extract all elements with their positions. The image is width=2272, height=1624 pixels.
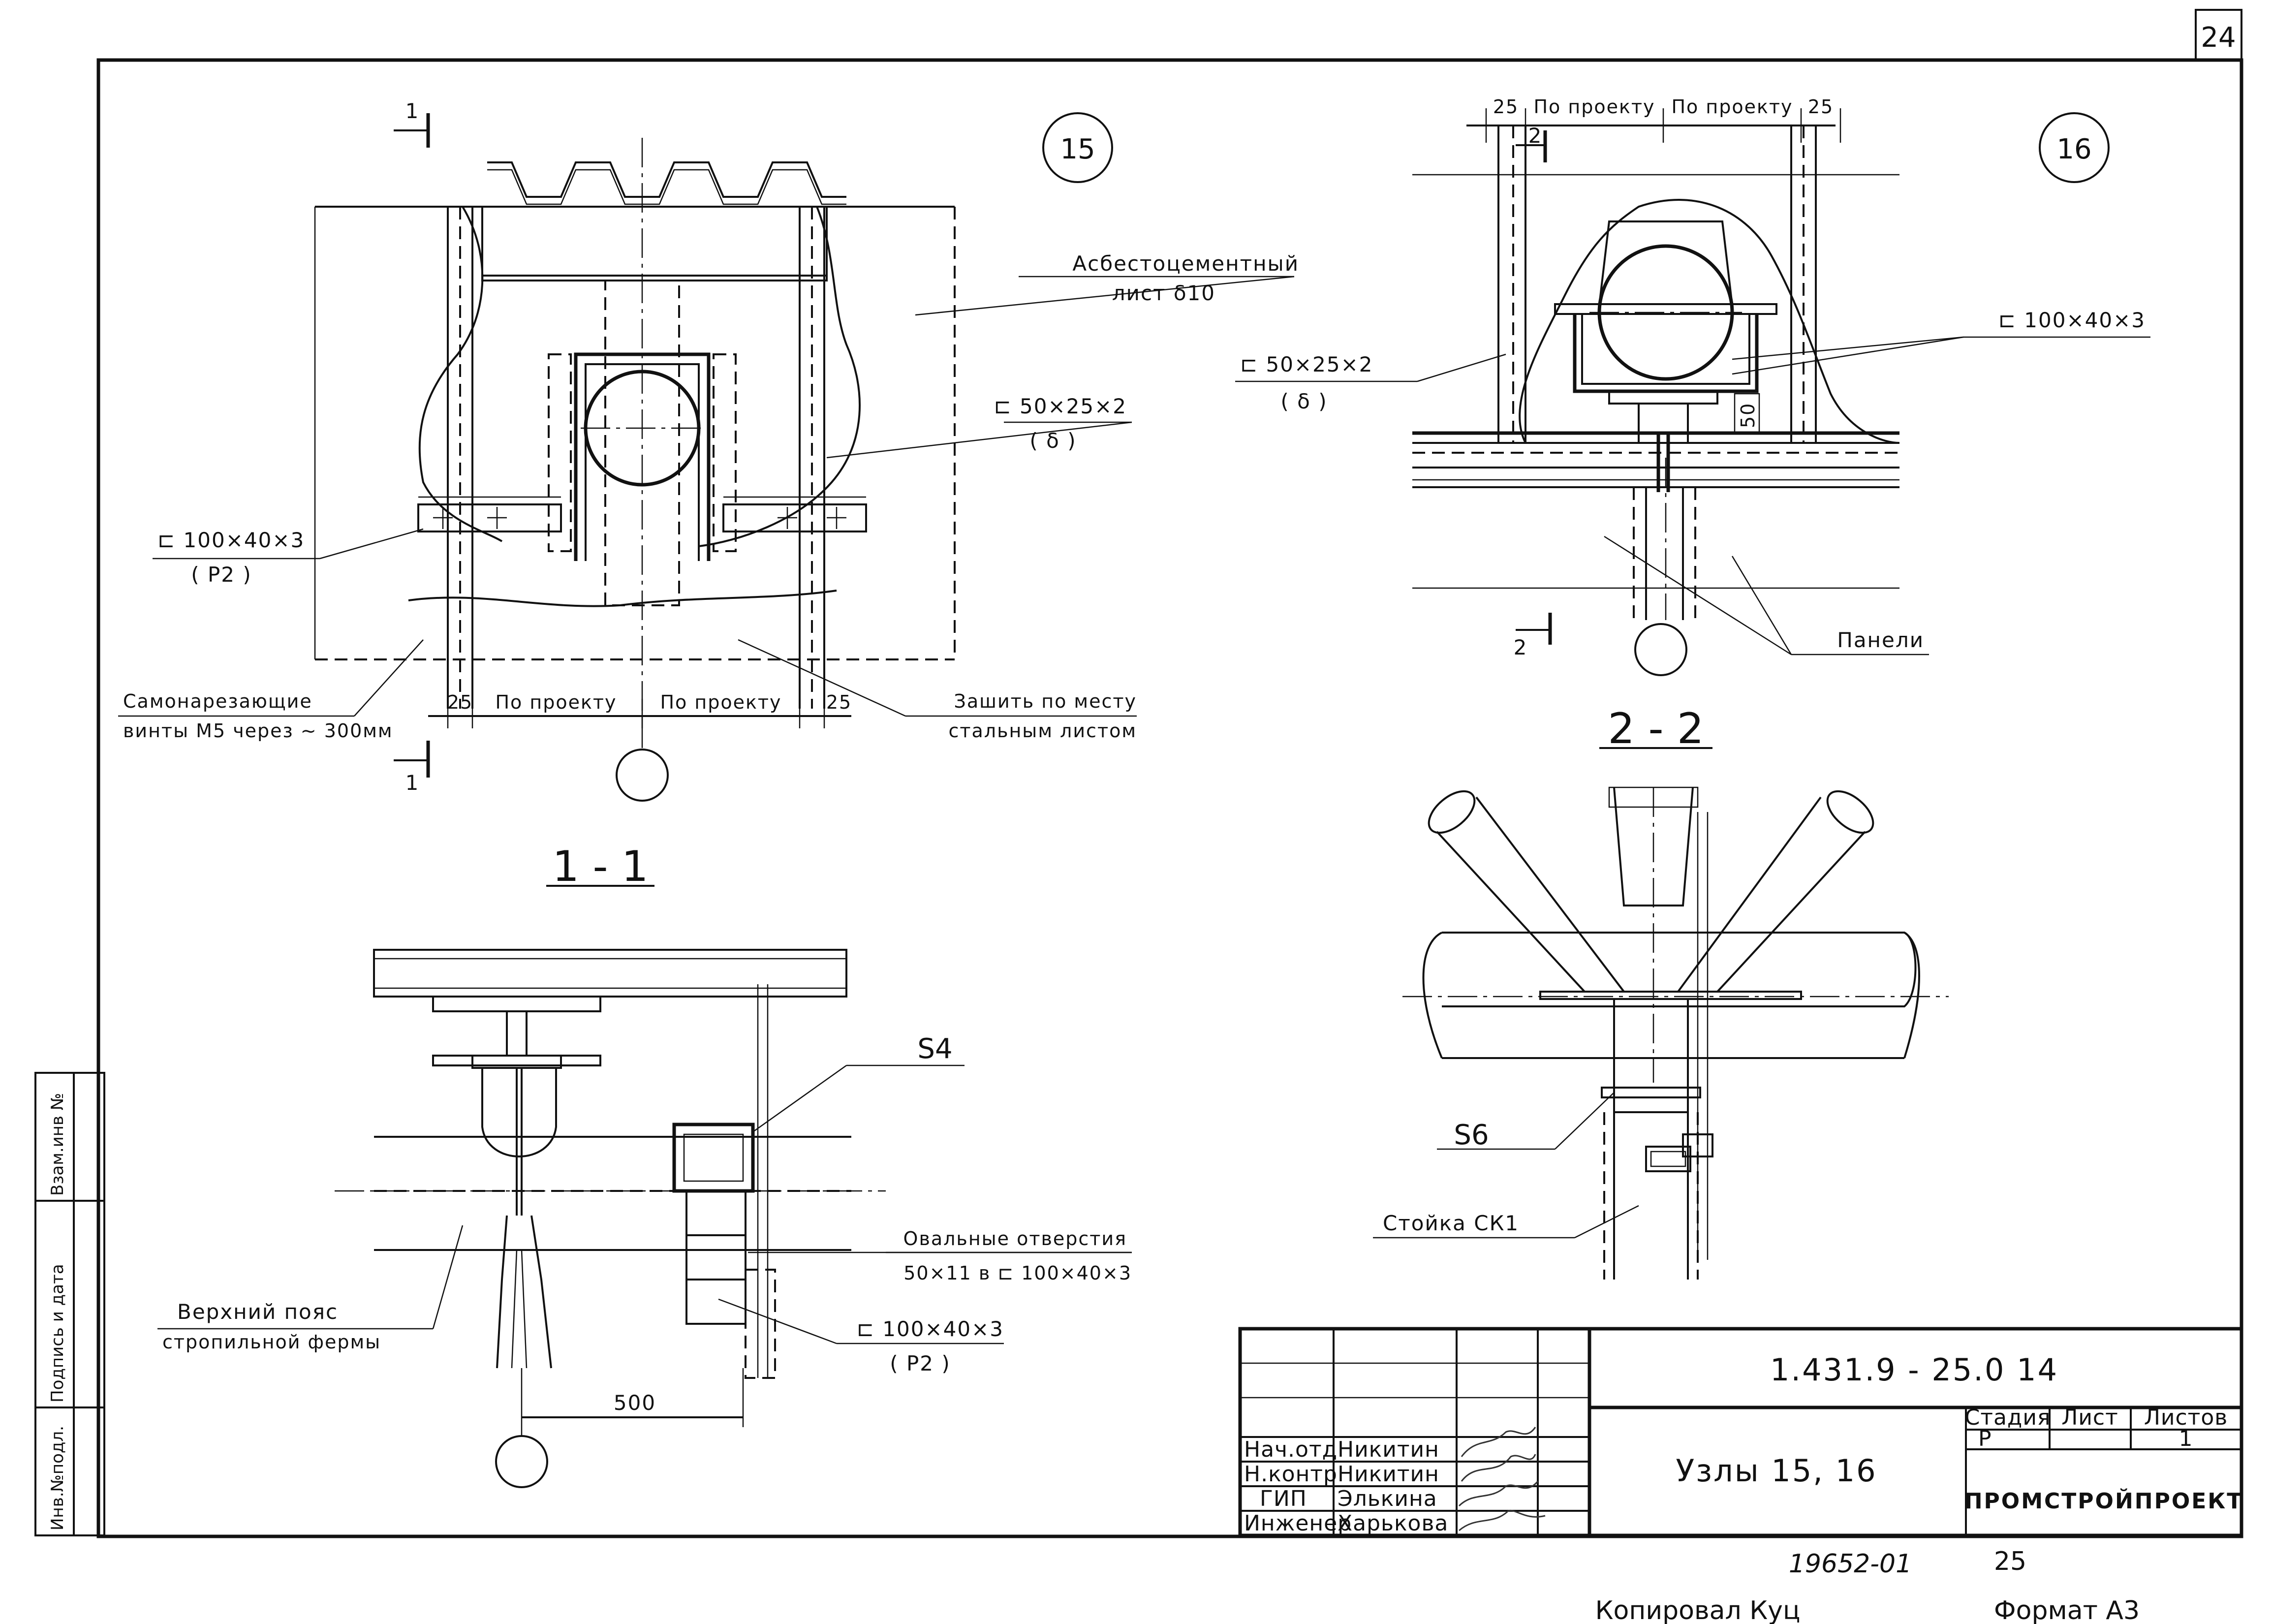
section-1-1-drawing <box>157 885 1132 1488</box>
name-row-1: Никитин <box>1338 1437 1439 1462</box>
label16-profile: ⊏ 50×25×2 <box>1240 352 1373 376</box>
copied-by: Копировал Куц <box>1595 1596 1801 1624</box>
stage-value: Р <box>1978 1426 1992 1451</box>
doc-code: 1.431.9 - 25.0 14 <box>1770 1352 2058 1388</box>
label16-panels: Панели <box>1837 628 1924 652</box>
name-row-4: Харькова <box>1338 1511 1448 1536</box>
dim16-25-right: 25 <box>1808 96 1834 118</box>
node-15-number: 15 <box>1060 133 1095 165</box>
side-vzam: Взам.инв № <box>48 1093 67 1196</box>
label-screws-2: винты М5 через ~ 300мм <box>123 720 393 742</box>
label-sew-2: стальным листом <box>948 720 1137 742</box>
dim16-25-left: 25 <box>1493 96 1519 118</box>
doc-name: Узлы 15, 16 <box>1676 1453 1877 1489</box>
label-oval-2: 50×11 в ⊏ 100×40×3 <box>903 1262 1132 1284</box>
dim-by-project-left: По проекту <box>495 691 617 713</box>
label-profile: ⊏ 50×25×2 <box>994 394 1127 418</box>
label-channel-11-sub: ( Р2 ) <box>890 1351 951 1375</box>
dim16-50: 50 <box>1737 403 1759 428</box>
dim16-by-project-right: По проекту <box>1671 96 1793 118</box>
archive-number: 19652-01 <box>1789 1549 1912 1579</box>
role-row-1: Нач.отд <box>1244 1437 1338 1462</box>
label-channel-p2: ⊏ 100×40×3 <box>157 528 305 552</box>
dim-by-project-right: По проекту <box>660 691 781 713</box>
dim-25-left: 25 <box>447 691 473 713</box>
label-screws-1: Самонарезающие <box>123 690 312 712</box>
label16-channel: ⊏ 100×40×3 <box>1998 308 2146 332</box>
section-2-2-title: 2 - 2 <box>1608 704 1704 753</box>
node-15-drawing <box>118 112 1295 802</box>
label-profile-sub: ( δ ) <box>1029 429 1076 453</box>
side-strip: Инв.№подл. Подпись и дата Взам.инв № <box>34 1072 105 1536</box>
node-16-drawing <box>1235 108 2150 676</box>
paper-format: Формат А3 <box>1994 1596 2140 1624</box>
label-post-sk1: Стойка СК1 <box>1383 1211 1519 1235</box>
label-chord-2: стропильной фермы <box>162 1331 381 1353</box>
cut-2-top-label: 2 <box>1528 124 1543 148</box>
role-row-4: Инженер <box>1244 1511 1352 1536</box>
sheet-frame: 24 <box>96 9 2243 1538</box>
title-block <box>1238 1327 2243 1537</box>
label-s4: S4 <box>917 1033 952 1065</box>
sheets-header: Листов <box>2144 1405 2228 1430</box>
cut-2-bottom-label: 2 <box>1514 635 1528 659</box>
sheet-number: 24 <box>2201 22 2236 54</box>
section-1-1-title: 1 - 1 <box>552 842 648 891</box>
cut-1-top-label: 1 <box>405 99 420 123</box>
side-inv-podl: Инв.№подл. <box>48 1426 67 1530</box>
dim16-by-project-left: По проекту <box>1533 96 1655 118</box>
label-s6: S6 <box>1454 1119 1489 1151</box>
label-channel-11: ⊏ 100×40×3 <box>857 1317 1004 1341</box>
label-channel-p2-sub: ( Р2 ) <box>191 562 252 587</box>
dim-25-right: 25 <box>826 691 852 713</box>
page-number: 25 <box>1994 1547 2026 1576</box>
sheet-header: Лист <box>2061 1405 2118 1430</box>
label-sew-1: Зашить по месту <box>954 690 1137 712</box>
sheets-value: 1 <box>2179 1426 2193 1451</box>
section-2-2-drawing <box>1373 747 1949 1280</box>
role-row-2: Н.контр <box>1244 1462 1338 1487</box>
label-asbestos-1: Асбестоцементный <box>1072 251 1299 276</box>
org-name: ПРОМСТРОЙПРОЕКТ <box>1964 1488 2243 1514</box>
stage-header: Стадия <box>1965 1405 2051 1430</box>
name-row-2: Никитин <box>1338 1462 1439 1487</box>
name-row-3: Элькина <box>1338 1486 1437 1511</box>
label-chord-1: Верхний пояс <box>177 1300 338 1324</box>
label-oval-1: Овальные отверстия <box>903 1228 1127 1249</box>
label16-profile-sub: ( δ ) <box>1280 389 1327 413</box>
side-podpis: Подпись и дата <box>48 1264 67 1403</box>
cut-1-bottom-label: 1 <box>405 771 420 795</box>
role-row-3: ГИП <box>1260 1486 1307 1511</box>
node-16-number: 16 <box>2056 133 2091 165</box>
label-asbestos-2: лист δ10 <box>1112 281 1215 305</box>
dim-500: 500 <box>614 1391 656 1415</box>
